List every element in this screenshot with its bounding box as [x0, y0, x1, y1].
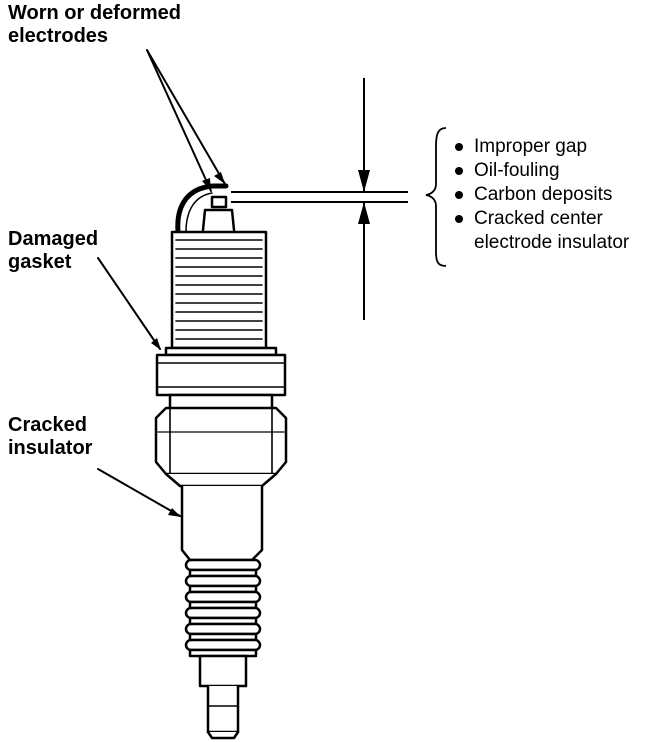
- arrowhead-electrodes-a: [202, 178, 211, 191]
- list-brace: [425, 127, 447, 267]
- gasket-label-line-2: gasket: [8, 251, 72, 273]
- electrodes-label: Worn or deformed electrodes: [8, 2, 181, 48]
- gap-arrow-up: [358, 202, 370, 224]
- leader-electrodes-a: [146, 49, 212, 192]
- arrowhead-insulator: [168, 508, 181, 517]
- insulator-label-line-1: Cracked: [8, 414, 87, 436]
- gasket-label: Damaged gasket: [8, 228, 98, 274]
- bullet-icon: [455, 191, 463, 199]
- insulator-ribs: [184, 558, 262, 658]
- list-item-text: Oil-fouling: [474, 160, 560, 181]
- bullet-icon: [455, 143, 463, 151]
- list-item-text: Carbon deposits: [474, 184, 613, 205]
- ground-electrode: [175, 183, 229, 235]
- arrowhead-electrodes-b: [214, 172, 225, 184]
- list-item: Improper gap: [453, 135, 629, 159]
- insulator-label: Cracked insulator: [8, 414, 92, 460]
- arrowhead-gasket: [151, 338, 161, 350]
- list-item-text: Cracked center: [474, 208, 603, 229]
- list-item: Carbon deposits: [453, 183, 629, 207]
- bullet-icon: [455, 215, 463, 223]
- bullet-icon: [455, 167, 463, 175]
- gasket-label-line-1: Damaged: [8, 228, 99, 250]
- gap-checks-list: Improper gap Oil-fouling Carbon deposits…: [453, 135, 629, 255]
- list-item-text: Improper gap: [474, 136, 588, 157]
- insulator-label-line-2: insulator: [8, 437, 93, 459]
- terminal-stud: [206, 684, 240, 734]
- electrodes-label-line-1: Worn or deformed: [8, 2, 181, 24]
- leader-gasket: [97, 257, 161, 350]
- hex-nut: [154, 406, 288, 476]
- gap-arrow-down: [358, 170, 370, 192]
- leader-insulator: [97, 468, 181, 517]
- upper-insulator: [180, 484, 264, 562]
- list-item: Cracked center electrode insulator: [453, 207, 629, 255]
- leader-electrodes-b: [146, 49, 226, 185]
- terminal-base: [198, 654, 248, 688]
- insulator-nose: [201, 208, 236, 232]
- list-item: Oil-fouling: [453, 159, 629, 183]
- center-electrode-tip: [210, 195, 228, 209]
- threaded-shell: [170, 230, 268, 350]
- shell-threads: [175, 239, 263, 340]
- list-item-text-continued: electrode insulator: [474, 232, 630, 253]
- body-ring: [155, 353, 287, 397]
- electrodes-label-line-2: electrodes: [8, 25, 109, 47]
- ground-electrode-inner: [185, 192, 213, 233]
